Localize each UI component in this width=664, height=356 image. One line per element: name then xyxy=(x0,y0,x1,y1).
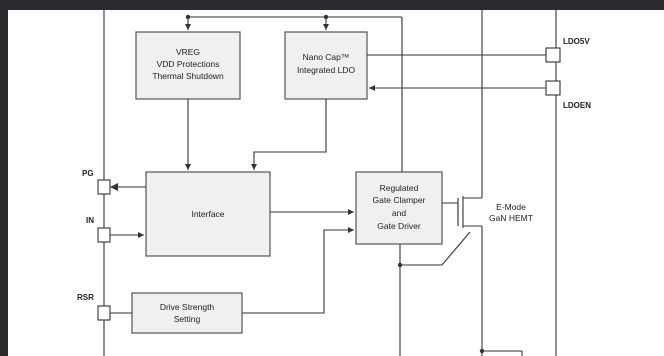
ldo-block xyxy=(284,31,368,100)
gate-driver-block xyxy=(355,171,443,245)
pg-pin xyxy=(97,179,111,195)
drive-strength-label-2: Setting xyxy=(174,314,201,324)
rsr-pin-label: RSR xyxy=(77,293,94,302)
arrow-to-pg xyxy=(110,183,118,191)
in-pin xyxy=(97,227,111,243)
vreg-block xyxy=(135,31,241,100)
interface-label: Interface xyxy=(191,209,224,219)
vreg-label-2: VDD Protections xyxy=(157,59,220,69)
wire-kelvin-source xyxy=(400,231,471,266)
interface-block xyxy=(145,171,271,257)
wire-drive-strength-to-driver xyxy=(242,227,354,314)
ldo5v-pin-label: LDO5V xyxy=(563,37,590,46)
gate-driver-label-2: Gate Clamper xyxy=(373,195,426,205)
drive-strength-label-1: Drive Strength xyxy=(160,302,215,312)
hemt-label-1: E-Mode xyxy=(496,202,526,212)
gate-driver-label-1: Regulated xyxy=(380,183,419,193)
wire-driver-to-gate xyxy=(442,202,459,222)
ldo-label-2: Integrated LDO xyxy=(297,65,356,75)
ldoen-pin-label: LDOEN xyxy=(563,101,591,110)
pg-pin-label: PG xyxy=(82,169,94,178)
ldo-label-1: Nano Cap™ xyxy=(303,52,350,62)
vreg-label-1: VREG xyxy=(176,47,200,57)
rsr-pin xyxy=(97,305,111,321)
drive-strength-block xyxy=(131,292,243,334)
wire-ldo-to-interface xyxy=(251,99,327,170)
gate-driver-label-4: Gate Driver xyxy=(377,221,421,231)
gan-hemt-symbol xyxy=(457,10,483,356)
hemt-label-2: GaN HEMT xyxy=(489,213,533,223)
gate-driver-label-3: and xyxy=(392,208,406,218)
vreg-label-3: Thermal Shutdown xyxy=(152,71,224,81)
ldoen-pin xyxy=(545,80,561,96)
ldo5v-pin xyxy=(545,47,561,63)
in-pin-label: IN xyxy=(86,216,94,225)
